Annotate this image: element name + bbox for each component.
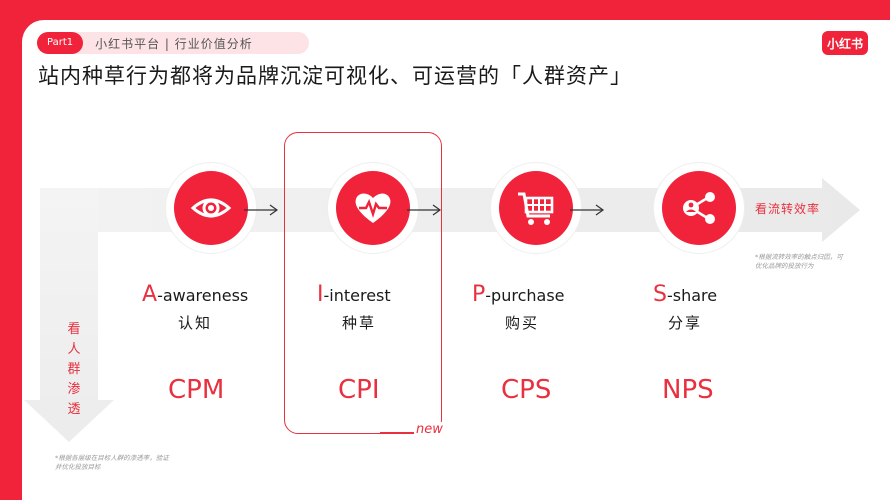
cart-icon: [499, 171, 573, 245]
stage-cn-label: 种草: [342, 314, 377, 332]
connector-arrow: [407, 204, 442, 216]
interest-highlight-box: [284, 132, 442, 434]
stage-metric: CPI: [338, 375, 380, 405]
vertical-label: 看人群渗透: [67, 322, 81, 417]
connector-arrow: [244, 204, 279, 216]
part-tag: Part1: [37, 32, 84, 54]
flow-note: *根据流转效率的触点归因，可优化品牌的投放行为: [755, 253, 843, 270]
stage-cn-label: 认知: [178, 314, 213, 332]
page-title: 站内种草行为都将为品牌沉淀可视化、可运营的「人群资产」: [38, 64, 632, 88]
stage-circle: [490, 162, 582, 254]
connector-arrow: [570, 204, 605, 216]
stage-cn-label: 购买: [505, 314, 540, 332]
header-text: 小红书平台 | 行业价值分析: [95, 36, 253, 51]
vertical-note: *根据各层级在目标人群的渗透率，验证并优化投放目标: [55, 454, 169, 471]
stage-metric: NPS: [662, 375, 714, 405]
stage-circle: [165, 162, 257, 254]
stage-circle: [653, 162, 745, 254]
stage-letter: S: [653, 282, 667, 307]
stage-cn-label: 分享: [668, 314, 703, 332]
stage-word: -interest: [323, 286, 391, 305]
stage-word: -share: [666, 286, 718, 305]
stage-circle: [327, 162, 419, 254]
stage-heading: S-share: [653, 282, 823, 307]
stage-letter: P: [472, 282, 486, 307]
header-pill: Part1 小红书平台 | 行业价值分析: [37, 32, 309, 54]
stage-metric: CPM: [168, 375, 225, 405]
brand-logo: 小红书: [822, 31, 868, 55]
eye-icon: [174, 171, 248, 245]
stage-heading: I-interest: [317, 282, 487, 307]
stage-metric: CPS: [501, 375, 552, 405]
stage-word: -purchase: [485, 286, 565, 305]
stage-heading: A-awareness: [142, 282, 312, 307]
slide: Part1 小红书平台 | 行业价值分析 小红书 站内种草行为都将为品牌沉淀可视…: [22, 20, 890, 500]
share-icon: [662, 171, 736, 245]
stage-letter: I: [317, 282, 324, 307]
vertical-flow-arrow: [24, 188, 114, 442]
new-underline: [380, 432, 414, 433]
flow-label: 看流转效率: [755, 202, 821, 216]
heartbeat-icon: [336, 171, 410, 245]
stage-letter: A: [142, 282, 158, 307]
new-tag: new: [414, 422, 445, 437]
stage-word: -awareness: [157, 286, 249, 305]
stage-heading: P-purchase: [472, 282, 642, 307]
